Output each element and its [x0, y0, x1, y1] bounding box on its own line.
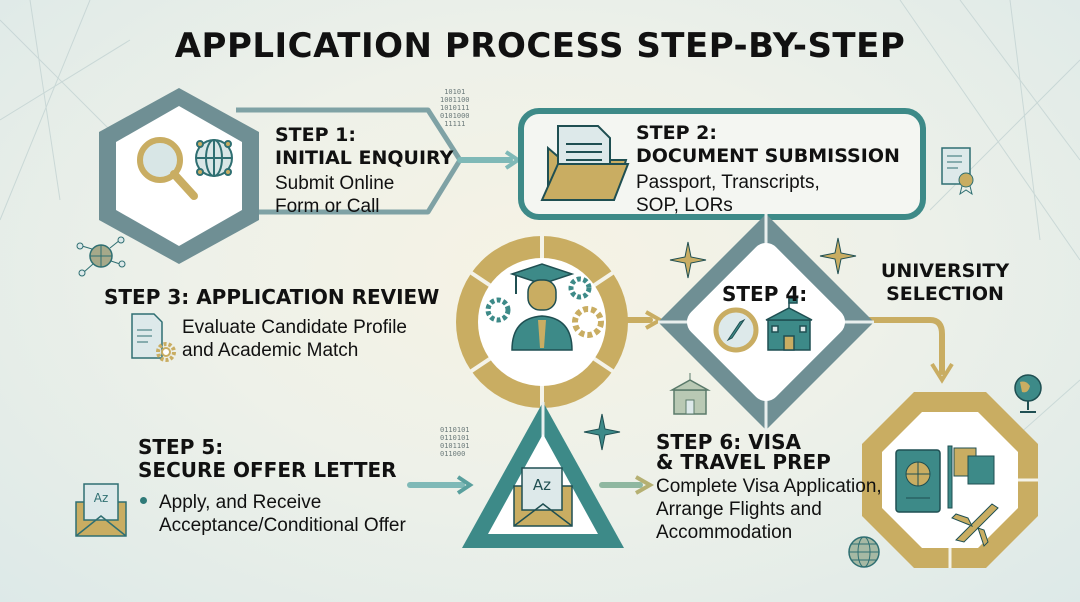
step6-heading-line2: & TRAVEL PREP: [656, 450, 831, 474]
step1-heading: STEP 1: INITIAL ENQUIRY: [275, 124, 453, 170]
step5-heading-line1: STEP 5:: [138, 435, 224, 459]
globe-network-icon: [195, 139, 233, 177]
offer-letter-envelope-icon: Az: [75, 483, 127, 537]
step5-bullet-line1: Apply, and Receive: [159, 492, 322, 513]
step3-description: Evaluate Candidate Profile and Academic …: [182, 316, 407, 362]
flag-icon: [947, 445, 995, 509]
step5-bullet-line2: Acceptance/Conditional Offer: [159, 515, 406, 536]
triangle-envelope-icon: Az: [513, 467, 573, 527]
step2-heading-line2: DOCUMENT SUBMISSION: [636, 145, 900, 167]
magnifier-icon: [137, 137, 198, 200]
step3-desc-line2: and Academic Match: [182, 340, 359, 361]
document-gear-icon: [131, 313, 176, 362]
step6-heading-line1: STEP 6: VISA: [656, 430, 802, 454]
step2-description: Passport, Transcripts, SOP, LORs: [636, 171, 820, 217]
passport-icon: [895, 449, 941, 513]
sparkle-icon: [669, 241, 707, 279]
step6-description: Complete Visa Application, Arrange Fligh…: [656, 475, 882, 544]
globe-decor-icon: [848, 536, 880, 568]
step1-description: Submit Online Form or Call: [275, 172, 394, 218]
sparkle-icon: [819, 237, 857, 275]
step4-label-line2: SELECTION: [886, 283, 1004, 305]
step2-frame: [518, 108, 926, 220]
step4-label-line1: UNIVERSITY: [880, 260, 1010, 282]
step5-heading-line2: SECURE OFFER LETTER: [138, 458, 397, 482]
airplane-icon: [951, 503, 999, 547]
step5-heading: STEP 5: SECURE OFFER LETTER: [138, 436, 397, 482]
arrow-step4-to-step6: [863, 317, 945, 375]
svg-text:Az: Az: [94, 491, 109, 505]
svg-text:Az: Az: [533, 476, 551, 494]
step3-desc-line1: Evaluate Candidate Profile: [182, 317, 407, 338]
step4-label: UNIVERSITY SELECTION: [870, 260, 1020, 306]
graduate-gears-icon: [485, 263, 604, 351]
page-title: APPLICATION PROCESS STEP-BY-STEP: [174, 26, 906, 66]
step2-heading: STEP 2: DOCUMENT SUBMISSION: [636, 122, 900, 168]
globe-network-decor-icon: [76, 236, 126, 277]
university-decor-icon: [669, 373, 711, 415]
folder-document-icon: [540, 125, 630, 201]
compass-icon: [713, 307, 759, 353]
step4-heading: STEP 4:: [722, 282, 808, 306]
certificate-icon: [941, 147, 974, 196]
step1-hexagon: [99, 88, 259, 264]
step6-desc-line1: Complete Visa Application,: [656, 476, 882, 497]
sparkle-icon: [583, 413, 621, 451]
step1-heading-line1: STEP 1:: [275, 124, 356, 146]
desk-globe-icon: [1014, 374, 1042, 413]
university-building-icon: [765, 297, 813, 351]
step3-heading: STEP 3: APPLICATION REVIEW: [104, 285, 440, 309]
bullet-icon: [140, 497, 147, 505]
step2-desc-line1: Passport, Transcripts,: [636, 172, 820, 193]
step6-desc-line2: Arrange Flights and: [656, 499, 822, 520]
step5-description: Apply, and Receive Acceptance/Conditiona…: [140, 491, 406, 537]
step5-triangle: Az: [462, 402, 624, 548]
binary-decoration-bottom: 0110101 0110101 0101101 011000: [440, 426, 470, 458]
step3-circle: [456, 232, 628, 412]
step1-desc-line1: Submit Online: [275, 173, 395, 194]
step6-desc-line3: Accommodation: [656, 522, 793, 543]
step2-desc-line2: SOP, LORs: [636, 195, 733, 216]
step1-desc-line2: Form or Call: [275, 196, 380, 217]
step6-octagon: [862, 392, 1038, 568]
step1-heading-line2: INITIAL ENQUIRY: [275, 147, 454, 169]
binary-decoration-top: 10101 1001100 1010111 0101000 11111: [440, 88, 470, 128]
step6-heading: STEP 6: VISA & TRAVEL PREP: [656, 432, 831, 472]
step2-heading-line1: STEP 2:: [636, 122, 717, 144]
step4-diamond: [658, 214, 874, 430]
step5-bullet: Apply, and Receive: [140, 491, 406, 514]
